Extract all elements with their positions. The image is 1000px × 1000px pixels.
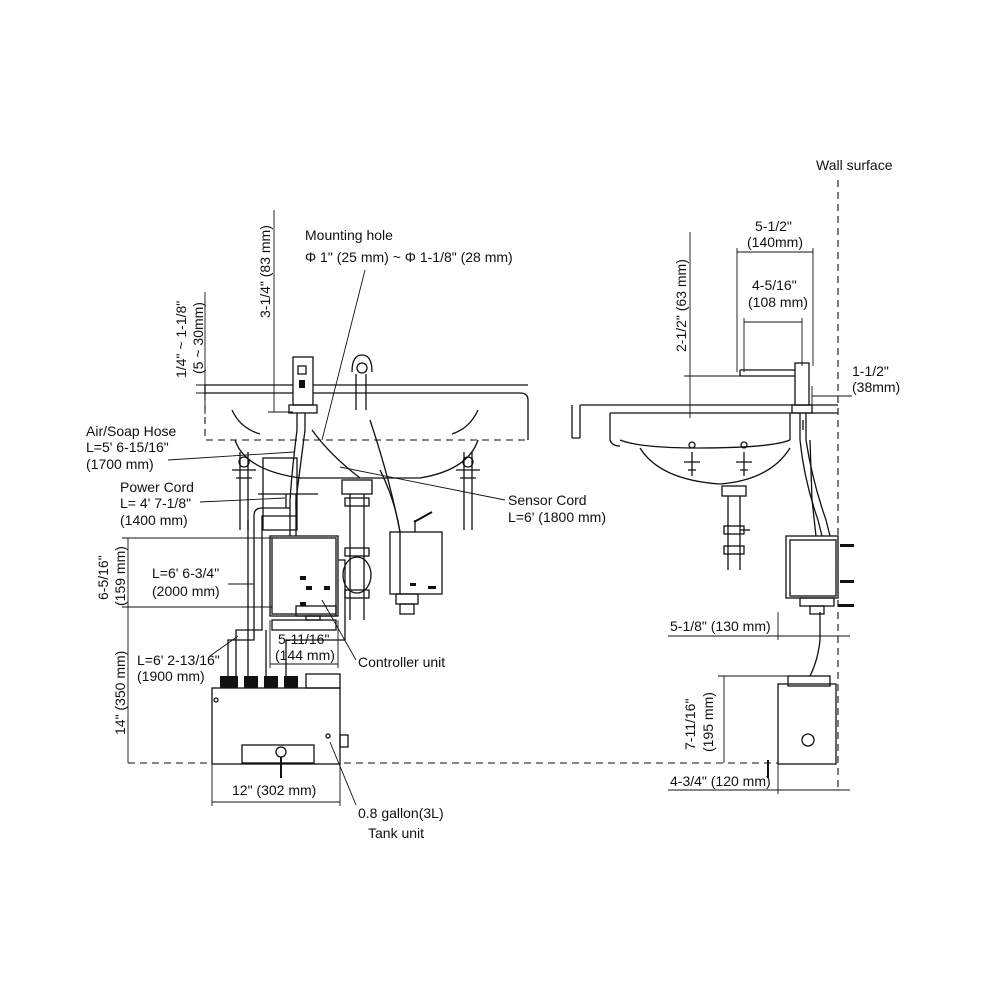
soap-dispenser-left bbox=[351, 354, 373, 410]
dim-6-5-16-a: 6-5/16" bbox=[95, 555, 111, 600]
dim-1-4-label-b: (5 ~ 30mm) bbox=[190, 302, 206, 374]
power-cord-label-2: L= 4' 7-1/8" bbox=[120, 495, 191, 511]
dim-14-label: 14" (350 mm) bbox=[112, 651, 128, 735]
power-cord-label-3: (1400 mm) bbox=[120, 512, 188, 528]
mounting-hole-title: Mounting hole bbox=[305, 227, 393, 243]
dim-1-1-2-b: (38mm) bbox=[852, 379, 900, 395]
sensor-cord-label-1: Sensor Cord bbox=[508, 492, 587, 508]
hose-2000-label-2: (2000 mm) bbox=[152, 583, 220, 599]
dim-5-1-8-label: 5-1/8" (130 mm) bbox=[670, 618, 771, 634]
controller-unit-right bbox=[785, 535, 854, 615]
right-counter bbox=[571, 404, 838, 485]
drain-trap-left bbox=[341, 479, 373, 620]
wall-surface-label: Wall surface bbox=[816, 157, 893, 173]
controller-unit-left bbox=[269, 535, 339, 631]
mounting-hole-size: Φ 1" (25 mm) ~ Φ 1-1/8" (28 mm) bbox=[305, 249, 513, 265]
dim-5-1-2-a: 5-1/2" bbox=[755, 218, 792, 234]
dim-7-11-16-b: (195 mm) bbox=[700, 692, 716, 752]
dim-12-label: 12" (302 mm) bbox=[232, 782, 316, 798]
dim-2-1-2-label: 2-1/2" (63 mm) bbox=[673, 259, 689, 352]
faucet-right bbox=[739, 362, 813, 440]
brackets-right bbox=[684, 441, 752, 476]
dim-4-3-4-label: 4-3/4" (120 mm) bbox=[670, 773, 771, 789]
dim-4-5-16-a: 4-5/16" bbox=[752, 277, 797, 293]
tank-unit-right bbox=[767, 675, 837, 778]
dim-1-4-label-a: 1/4" ~ 1-1/8" bbox=[173, 301, 189, 378]
controller-unit-label: Controller unit bbox=[358, 654, 445, 670]
power-cord-label-1: Power Cord bbox=[120, 479, 194, 495]
air-soap-hose-label-3: (1700 mm) bbox=[86, 456, 154, 472]
hoses-right bbox=[799, 420, 831, 677]
sensor-box-left bbox=[379, 469, 443, 615]
air-soap-hose-label-1: Air/Soap Hose bbox=[86, 423, 176, 439]
tank-unit-label-1: 0.8 gallon(3L) bbox=[358, 805, 444, 821]
faucet-spout-left bbox=[288, 356, 318, 430]
sensor-cord-label-2: L=6' (1800 mm) bbox=[508, 509, 606, 525]
air-soap-hose-label-2: L=5' 6-15/16" bbox=[86, 439, 169, 455]
dim-7-11-16-a: 7-11/16" bbox=[682, 699, 698, 750]
hose-2000-label-1: L=6' 6-3/4" bbox=[152, 565, 219, 581]
drain-right bbox=[721, 485, 750, 570]
dim-6-5-16-b: (159 mm) bbox=[112, 546, 128, 606]
dim-4-5-16-b: (108 mm) bbox=[748, 294, 808, 310]
tank-unit-label-2: Tank unit bbox=[368, 825, 424, 841]
dim-5-11-16-a: 5-11/16" bbox=[278, 631, 329, 647]
mounting-brackets-left bbox=[232, 452, 480, 530]
dim-1-1-2-a: 1-1/2" bbox=[852, 363, 889, 379]
dim-5-1-2-b: (140mm) bbox=[747, 234, 803, 250]
dim-5-11-16-b: (144 mm) bbox=[275, 647, 335, 663]
hose-1900-label-2: (1900 mm) bbox=[137, 668, 205, 684]
dim-3-1-4-label: 3-1/4" (83 mm) bbox=[257, 225, 273, 318]
tank-unit-left bbox=[211, 673, 349, 778]
hose-1900-label-1: L=6' 2-13/16" bbox=[137, 652, 220, 668]
